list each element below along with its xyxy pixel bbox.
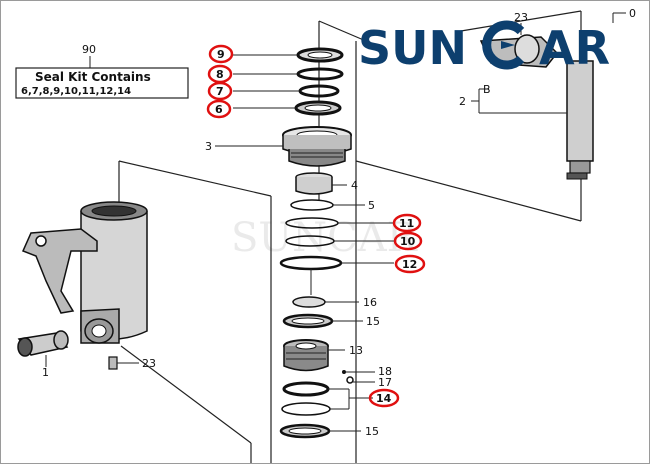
- part-6-seal: [294, 100, 342, 116]
- leader-lines: [215, 54, 394, 432]
- part-15-upper-wear-ring: [282, 313, 334, 329]
- label-7: 7: [216, 85, 224, 98]
- label-16: 16: [363, 296, 377, 309]
- seal-kit-items: 6,7,8,9,10,11,12,14: [21, 86, 131, 97]
- watermark-text: SUNCAR: [231, 215, 419, 261]
- part-9-seal: [296, 47, 344, 63]
- highlight-circle-9: [208, 44, 234, 64]
- label-14: 14: [376, 392, 392, 405]
- seal-kit-box: 90 Seal Kit Contains 6,7,8,9,10,11,12,14: [15, 43, 189, 99]
- part-23-fitting-lower: [108, 356, 139, 370]
- brand-text-right: AR: [539, 21, 610, 75]
- part-14-seal-set: [281, 381, 331, 416]
- part-17-small-spring: [346, 376, 354, 384]
- part-8-ring: [296, 67, 344, 81]
- label-17: 17: [378, 376, 392, 389]
- part-7-ring: [298, 84, 340, 98]
- highlight-circle-12: [394, 254, 426, 274]
- label-23-lower: 23: [142, 357, 156, 370]
- brand-logo-c-mark: [482, 20, 525, 70]
- label-18: 18: [378, 365, 392, 378]
- highlight-circle-11: [392, 213, 422, 233]
- label-5: 5: [368, 199, 375, 212]
- label-1: 1: [42, 366, 49, 379]
- label-10: 10: [400, 235, 416, 248]
- suncar-logo: SUN AR: [358, 20, 610, 75]
- label-12: 12: [402, 258, 417, 271]
- part-1-bushing: [17, 330, 69, 367]
- part-2-rod-assembly: [479, 23, 594, 180]
- label-13: 13: [349, 344, 363, 357]
- label-B: B: [483, 83, 491, 96]
- highlight-circle-7: [207, 81, 233, 101]
- label-15-lower: 15: [365, 425, 379, 438]
- label-11: 11: [399, 217, 414, 230]
- label-23-upper: 23: [514, 11, 528, 24]
- part-15-lower-wear-ring: [279, 423, 331, 439]
- callout-labels: 9 8 7 6 11 10 12 14 3 4 5 16 15 13 18 17…: [42, 7, 636, 438]
- highlight-circle-14: [368, 388, 400, 408]
- part-13-piston: [283, 339, 329, 372]
- label-3: 3: [205, 140, 212, 153]
- seal-kit-title: Seal Kit Contains: [35, 70, 151, 84]
- label-15-upper: 15: [366, 315, 380, 328]
- label-4: 4: [351, 179, 358, 192]
- highlight-circle-6: [206, 99, 232, 119]
- label-9: 9: [217, 48, 225, 61]
- part-4-bushing: [295, 172, 333, 195]
- highlight-circle-10: [393, 231, 423, 251]
- brand-text-left: SUN: [358, 21, 467, 75]
- part-18-small-ball: [342, 370, 346, 374]
- part-16-ring: [292, 296, 326, 308]
- part-5-ring: [290, 199, 334, 211]
- label-8: 8: [216, 68, 224, 81]
- label-2: 2: [459, 95, 466, 108]
- seal-kit-number: 90: [82, 43, 96, 56]
- label-0: 0: [629, 7, 636, 20]
- rod-bracket-lines: [471, 88, 567, 114]
- label-6: 6: [215, 103, 223, 116]
- part-3-gland: [282, 126, 352, 167]
- cylinder-body-assembly: [21, 201, 148, 344]
